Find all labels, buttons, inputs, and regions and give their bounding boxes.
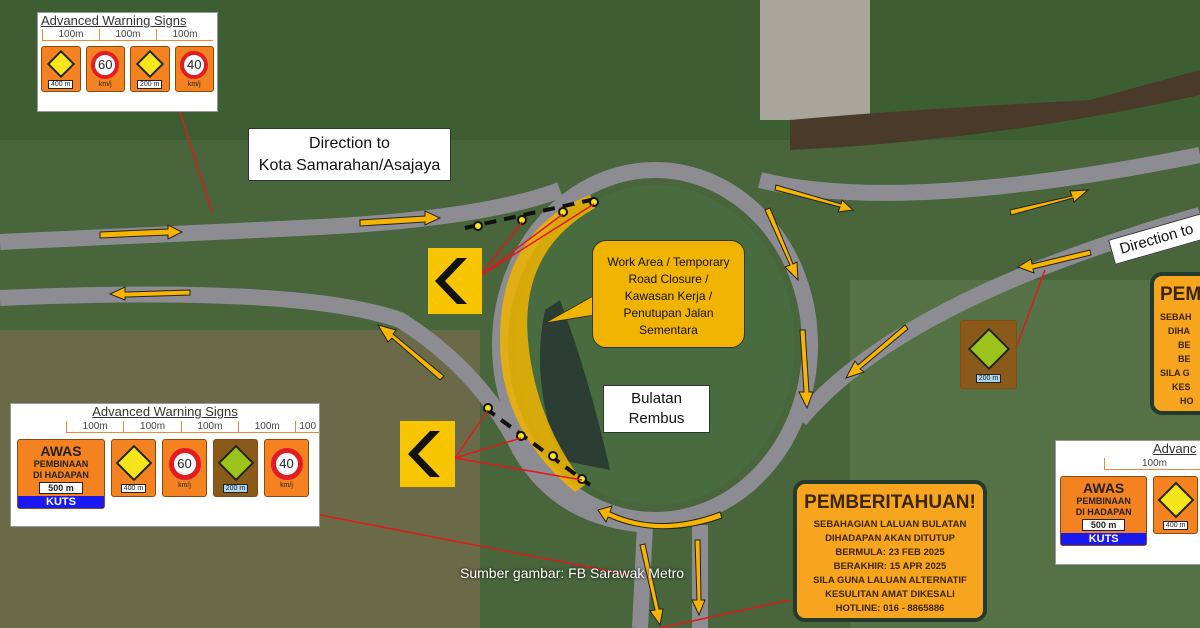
distance-label: 100m (123, 421, 180, 432)
roundabout-label: Bulatan Rembus (603, 385, 710, 433)
roundabout-name: Rembus (628, 410, 685, 427)
work-area-callout: Work Area / Temporary Road Closure / Kaw… (592, 240, 745, 348)
distance-label: 100 (295, 421, 319, 432)
speed-value: 60 (91, 50, 120, 79)
closure-notice-partial: PEM SEBAH DIHA BE BE SILA G KES HO (1150, 272, 1200, 415)
notice-heading: PEMBERITAHUAN! (804, 492, 976, 513)
traffic-arrows (99, 184, 1092, 627)
sign-plate: 400 m (120, 483, 147, 493)
distance-label: 100m (238, 421, 295, 432)
chevron-left-icon (407, 431, 440, 477)
awas-footer: KUTS (18, 496, 104, 508)
panel-title: Advanced Warning Signs (41, 13, 187, 28)
sign-plate: 400 m (1162, 520, 1189, 530)
distance-label: 100m (180, 421, 238, 432)
awas-line: DI HADAPAN (33, 470, 89, 480)
notice-line: KES (1172, 382, 1191, 392)
direction-line: Kota Samarahan/Asajaya (258, 157, 441, 174)
image-source-caption: Sumber gambar: FB Sarawak Metro (460, 565, 685, 581)
awas-title: AWAS (1083, 480, 1125, 496)
distance-label: 100m (66, 421, 123, 432)
junction-sign: 200 m (213, 439, 258, 497)
awas-line: DI HADAPAN (1075, 507, 1132, 517)
speed-value: 40 (180, 50, 209, 79)
notice-line: HOTLINE: 016 - 8865886 (835, 603, 945, 614)
distance-label: 100m (42, 29, 99, 40)
distance-label: 100m (156, 29, 213, 40)
speed-value: 40 (270, 447, 303, 480)
speed-value: 60 (168, 447, 201, 480)
direction-line: Direction to (309, 135, 390, 152)
panel-title: Advanced Warning Signs (92, 404, 238, 419)
roadworks-sign: 400 m (41, 46, 81, 92)
chevron-left-sign (400, 421, 455, 487)
notice-line: BERMULA: 23 FEB 2025 (835, 547, 945, 558)
sign-plate: 200 m (222, 483, 249, 493)
closure-notice: PEMBERITAHUAN! SEBAHAGIAN LALUAN BULATAN… (793, 480, 987, 622)
notice-line: SEBAH (1160, 312, 1192, 322)
notice-heading: PEM (1160, 284, 1200, 305)
awas-sign: AWAS PEMBINAAN DI HADAPAN 500 m KUTS (1060, 476, 1148, 546)
sign-plate: 500 m (39, 482, 83, 494)
speed-unit: km/j (98, 80, 112, 88)
awas-line: PEMBINAAN (33, 459, 89, 469)
advanced-warning-signs-panel-partial: Advanc 100m AWAS PEMBINAAN DI HADAPAN 50… (1055, 440, 1200, 565)
advanced-warning-signs-panel-bottom: Advanced Warning Signs 100m 100m 100m 10… (10, 403, 320, 527)
notice-line: SEBAHAGIAN LALUAN BULATAN (813, 519, 967, 530)
junction-sign: 200 m (960, 320, 1017, 389)
speed-unit: km/j (280, 481, 293, 489)
panel-title: Advanc (1153, 441, 1197, 456)
roadworks-sign: 400 m (1153, 476, 1198, 534)
sign-plate: 200 m (137, 79, 163, 89)
notice-line: HO (1180, 396, 1194, 406)
chevron-left-icon (435, 258, 467, 304)
sign-plate: 400 m (48, 79, 74, 89)
notice-line: BE (1178, 340, 1191, 350)
work-area-zone (500, 195, 595, 492)
awas-line: PEMBINAAN (1076, 496, 1131, 506)
awas-title: AWAS (40, 443, 82, 459)
notice-line: SILA GUNA LALUAN ALTERNATIF (813, 575, 967, 586)
awas-sign: AWAS PEMBINAAN DI HADAPAN 500 m KUTS (17, 439, 105, 509)
advanced-warning-signs-panel-top: Advanced Warning Signs 100m 100m 100m 40… (37, 12, 218, 112)
distance-label: 100m (99, 29, 156, 40)
speed-unit: km/j (178, 481, 191, 489)
direction-label-kota-samarahan: Direction to Kota Samarahan/Asajaya (248, 128, 451, 181)
roundabout-name: Bulatan (631, 390, 682, 407)
roadworks-sign: 400 m (111, 439, 156, 497)
notice-line: DIHA (1168, 326, 1190, 336)
notice-line: DIHADAPAN AKAN DITUTUP (825, 533, 955, 544)
awas-footer: KUTS (1061, 533, 1147, 545)
sign-plate: 500 m (1081, 519, 1126, 531)
distance-label: 100m (1104, 458, 1200, 469)
lane-narrowing-sign: 200 m (130, 46, 170, 92)
notice-line: BERAKHIR: 15 APR 2025 (833, 561, 947, 572)
notice-line: KESULITAN AMAT DIKESALI (825, 589, 955, 600)
sign-plate: 200 m (975, 374, 1002, 383)
notice-line: BE (1178, 354, 1191, 364)
chevron-left-sign (428, 248, 482, 314)
speed-unit: km/j (187, 80, 201, 88)
notice-line: SILA G (1160, 368, 1190, 378)
